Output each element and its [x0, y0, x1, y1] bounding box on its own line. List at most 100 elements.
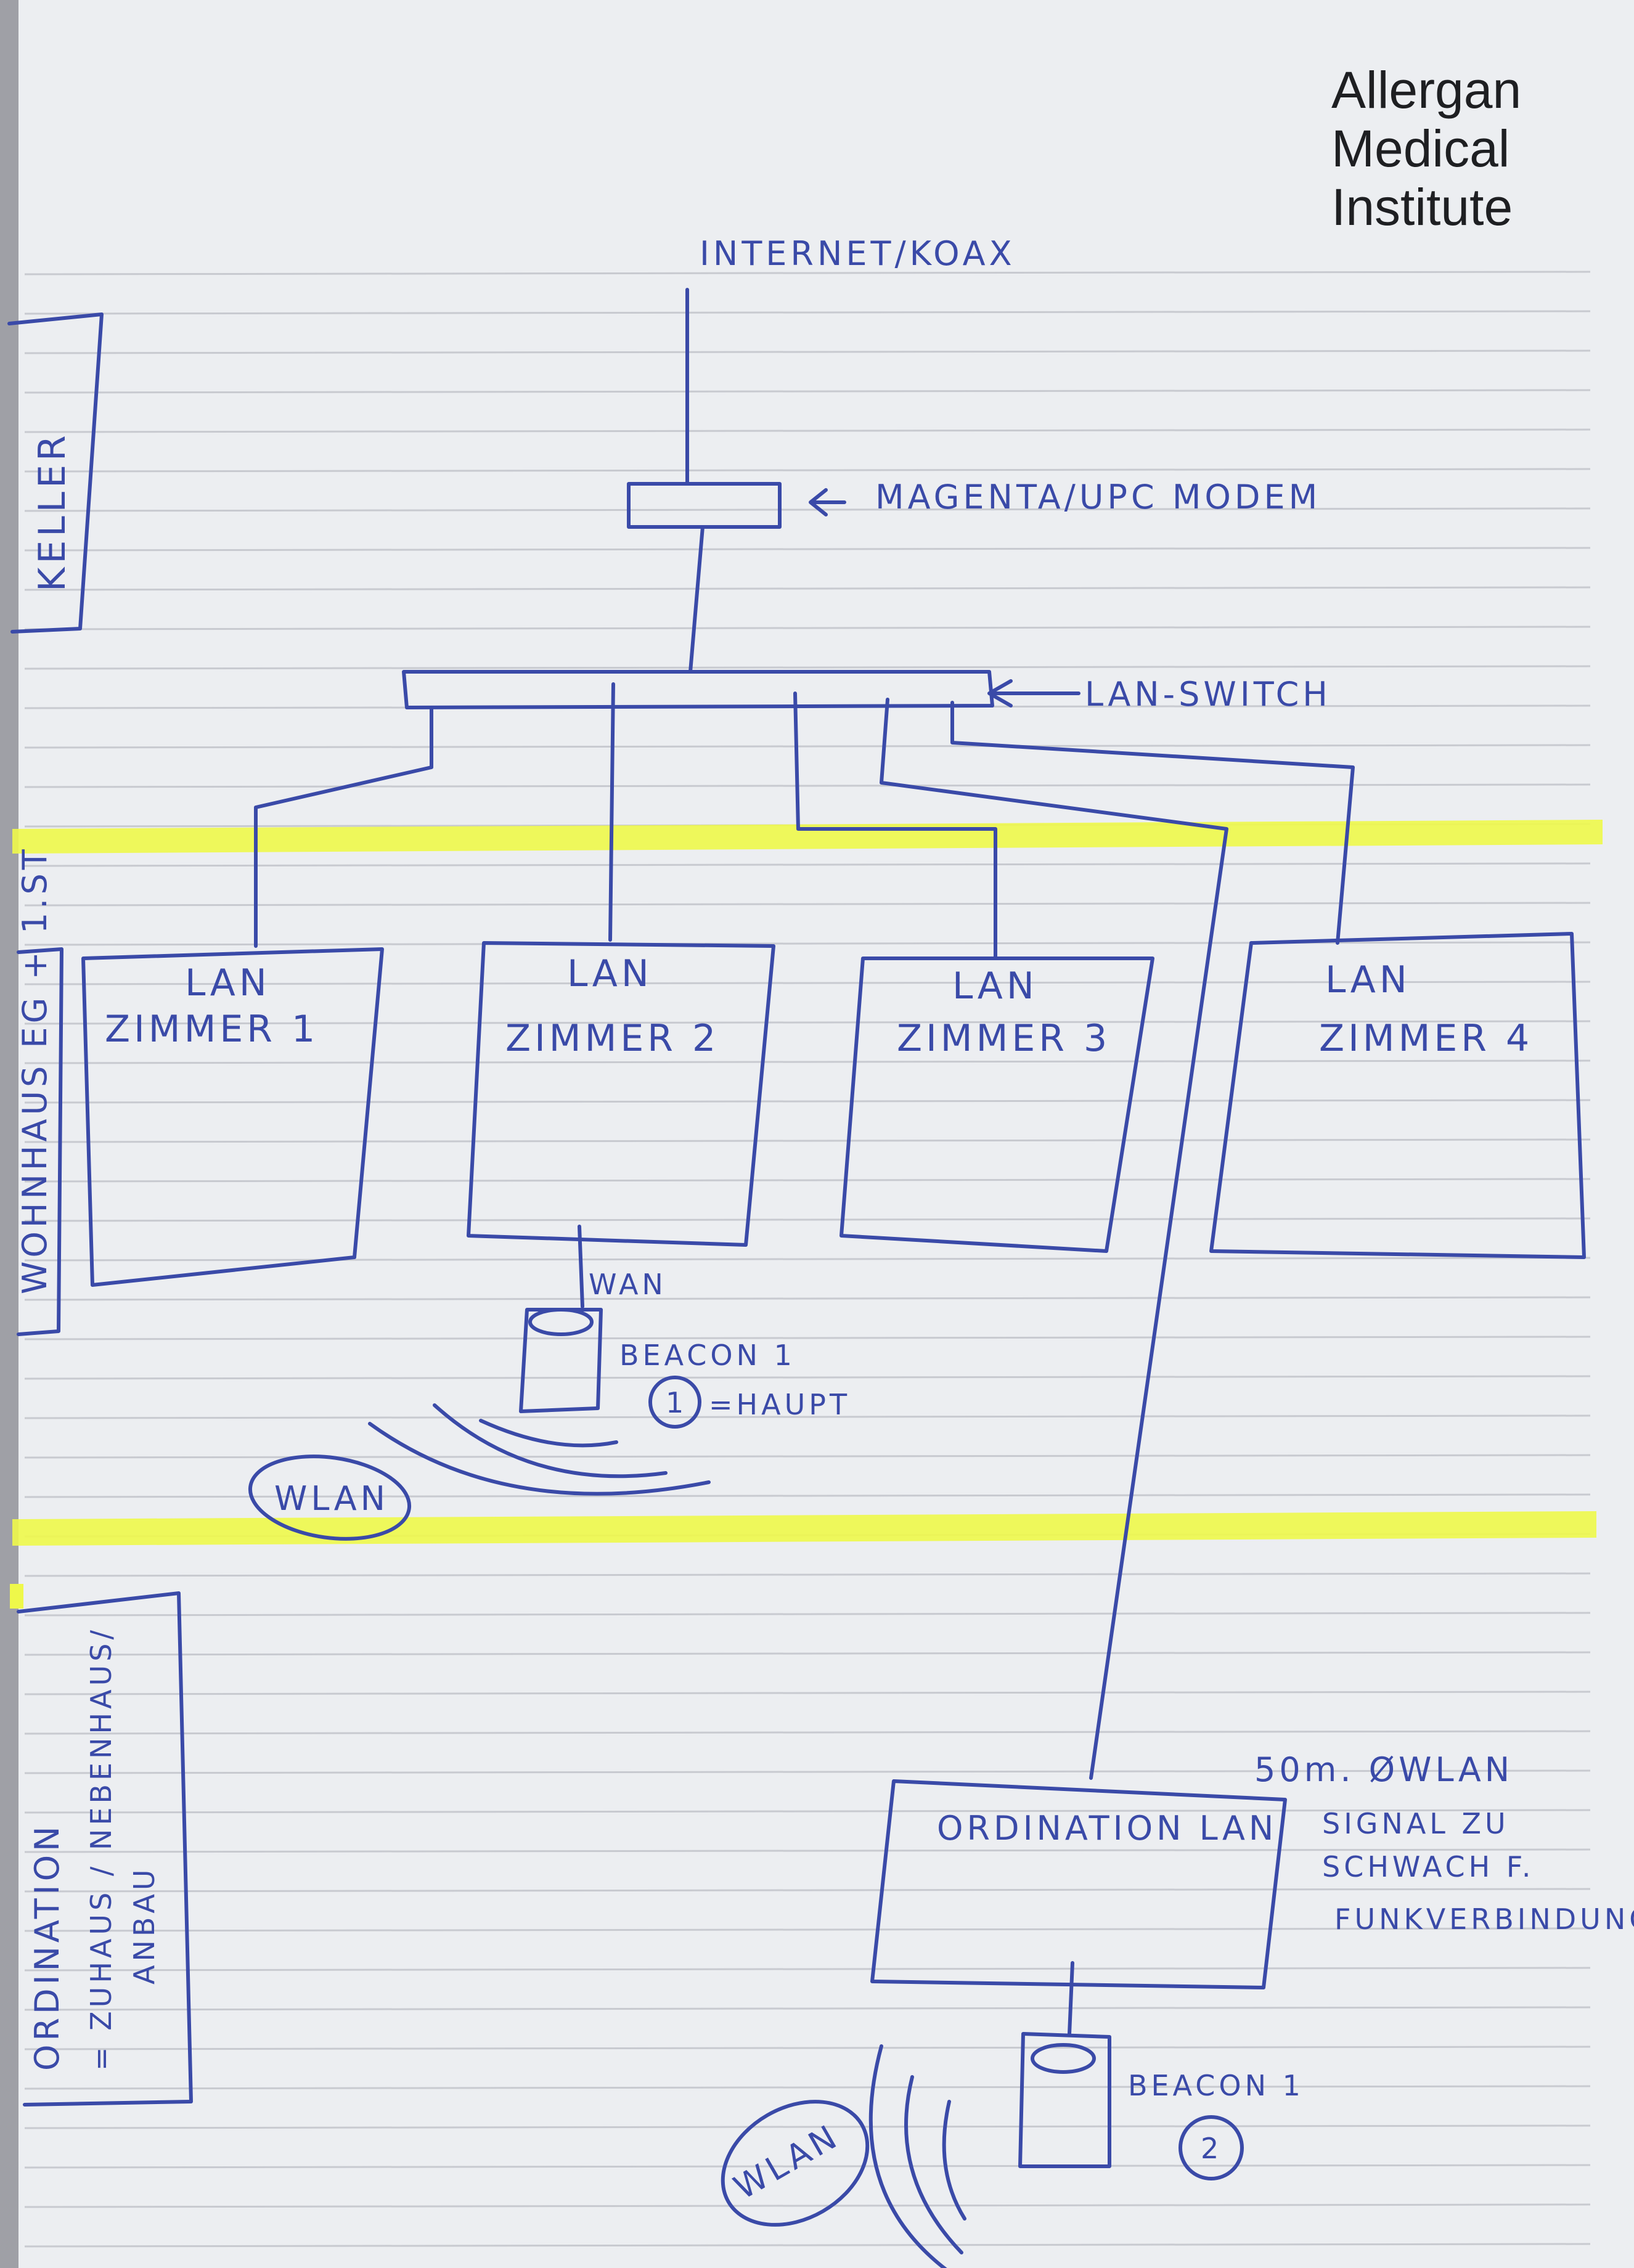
switch-label: LAN-SWITCH: [1085, 675, 1331, 714]
logo-line-3: Institute: [1331, 178, 1513, 236]
ruled-line: [24, 2164, 1591, 2169]
beacon-2-cable: [1068, 1961, 1074, 2036]
ruled-line: [24, 1138, 1591, 1143]
zone-keller-bracket: [7, 312, 104, 634]
ruled-line: [24, 389, 1591, 394]
switch-box: [402, 670, 994, 709]
ruled-line: [24, 862, 1591, 867]
ruled-line: [24, 2203, 1591, 2208]
beacon-1-note: =HAUPT: [709, 1388, 851, 1421]
beacon-1-top: [528, 1308, 594, 1336]
note-line-4: FUNKVERBINDUNG: [1334, 1903, 1634, 1936]
ruled-line: [24, 1336, 1591, 1340]
room-zimmer-3: LAN ZIMMER 3: [839, 957, 1154, 1253]
wave-1a: [479, 1419, 618, 1448]
ruled-line: [24, 507, 1591, 512]
ruled-line: [24, 586, 1591, 591]
company-logo: Allergan Medical Institute: [1331, 61, 1521, 236]
zone-ordination-label-2: = ZUHAUS / NEBENHAUS/: [84, 1626, 118, 2071]
room-zimmer-4: LAN ZIMMER 4: [1209, 932, 1586, 1259]
ruled-line: [24, 428, 1591, 433]
ruled-line: [24, 1967, 1591, 1972]
logo-line-1: Allergan: [1331, 61, 1521, 119]
wan-cable: [578, 1225, 584, 1308]
ruled-line: [24, 626, 1591, 630]
ruled-line: [24, 349, 1591, 354]
note-line-2: SIGNAL ZU: [1322, 1807, 1509, 1840]
ruled-line: [24, 2243, 1591, 2248]
cable-room-3: [793, 691, 997, 960]
ruled-line: [24, 468, 1591, 473]
wave-2a: [942, 2100, 966, 2221]
zone-ordination-label-3: ANBAU: [128, 1866, 161, 1985]
ruled-line: [24, 1493, 1591, 1498]
ordination-box-label: ORDINATION LAN: [937, 1809, 1277, 1848]
wave-2c: [868, 2044, 947, 2268]
cable-room-1: [254, 706, 433, 948]
ruled-line: [24, 271, 1591, 275]
ruled-line: [24, 981, 1591, 985]
lan-cables: [254, 682, 1355, 1780]
zone-ordination-bracket: [17, 1591, 193, 2107]
note-line-1: 50m. ØWLAN: [1254, 1750, 1513, 1789]
ruled-line: [24, 547, 1591, 552]
ruled-line: [24, 2085, 1591, 2090]
ruled-line: [24, 1769, 1591, 1774]
ruled-line: [24, 1612, 1591, 1617]
modem-label: MAGENTA/UPC MODEM: [875, 478, 1321, 516]
ruled-line: [24, 1296, 1591, 1301]
ruled-line: [24, 941, 1591, 946]
beacon-2-top: [1031, 2043, 1096, 2074]
ruled-line: [24, 2006, 1591, 2011]
ruled-line: [24, 902, 1591, 907]
wan-label: WAN: [589, 1268, 667, 1301]
ruled-line: [24, 1099, 1591, 1104]
ordination-lan: ORDINATION LAN 50m. ØWLAN SIGNAL ZU SCHW…: [870, 1750, 1634, 1989]
ruled-line: [24, 1888, 1591, 1893]
beacon-2-badge: 2: [1201, 2132, 1222, 2165]
note-line-3: SCHWACH F.: [1322, 1850, 1535, 1883]
highlighter-bands: [10, 820, 1603, 1609]
zone-keller-label: KELLER: [31, 431, 74, 592]
ruled-line: [24, 1217, 1591, 1222]
ruled-line: [24, 1691, 1591, 1695]
room-3-name: ZIMMER 3: [897, 1017, 1111, 1060]
internet-uplink: INTERNET/KOAX MAGENTA/UPC MODEM: [627, 234, 1321, 674]
wlan-1-circle: [248, 1454, 412, 1541]
wave-2b: [904, 2075, 963, 2254]
room-1-name: ZIMMER 1: [105, 1008, 319, 1051]
zone-keller: KELLER: [7, 312, 104, 634]
beacon-2-label: BEACON 1: [1128, 2069, 1304, 2102]
zone-wohnhaus-label: WOHNHAUS EG + 1.ST: [15, 846, 54, 1294]
room-zimmer-1: LAN ZIMMER 1: [81, 947, 384, 1287]
beacon-1-badge: 1: [666, 1386, 687, 1419]
ruled-line: [24, 310, 1591, 315]
beacon-1-badge-circle: [648, 1376, 701, 1429]
ruled-line: [24, 1730, 1591, 1735]
ruled-line: [24, 1178, 1591, 1183]
ruled-line: [24, 2046, 1591, 2050]
ruled-lines: [24, 271, 1591, 2248]
room-zimmer-2: LAN ZIMMER 2: [467, 941, 775, 1247]
cable-room-2: [608, 682, 615, 942]
zone-ordination-label-1: ORDINATION: [28, 1823, 67, 2071]
ruled-line: [24, 1059, 1591, 1064]
ruled-line: [24, 2124, 1591, 2129]
beacon-1: WAN BEACON 1 1 =HAUPT WLAN: [248, 1225, 851, 1541]
room-2-name: ZIMMER 2: [505, 1017, 719, 1060]
ruled-line: [24, 1414, 1591, 1419]
ruled-line: [24, 1375, 1591, 1380]
wave-1c: [368, 1422, 711, 1496]
ruled-line: [24, 1572, 1591, 1577]
room-2-lan: LAN: [567, 952, 653, 995]
modem-arrow: [809, 488, 846, 516]
beacon-2-body: [1018, 2032, 1111, 2168]
wlan-1-label: WLAN: [274, 1479, 389, 1518]
beacon-2-badge-circle: [1179, 2115, 1244, 2180]
room-4-name: ZIMMER 4: [1319, 1017, 1533, 1060]
zone-wohnhaus-bracket: [17, 947, 63, 1336]
ruled-line: [24, 1020, 1591, 1025]
ruled-line: [24, 744, 1591, 749]
